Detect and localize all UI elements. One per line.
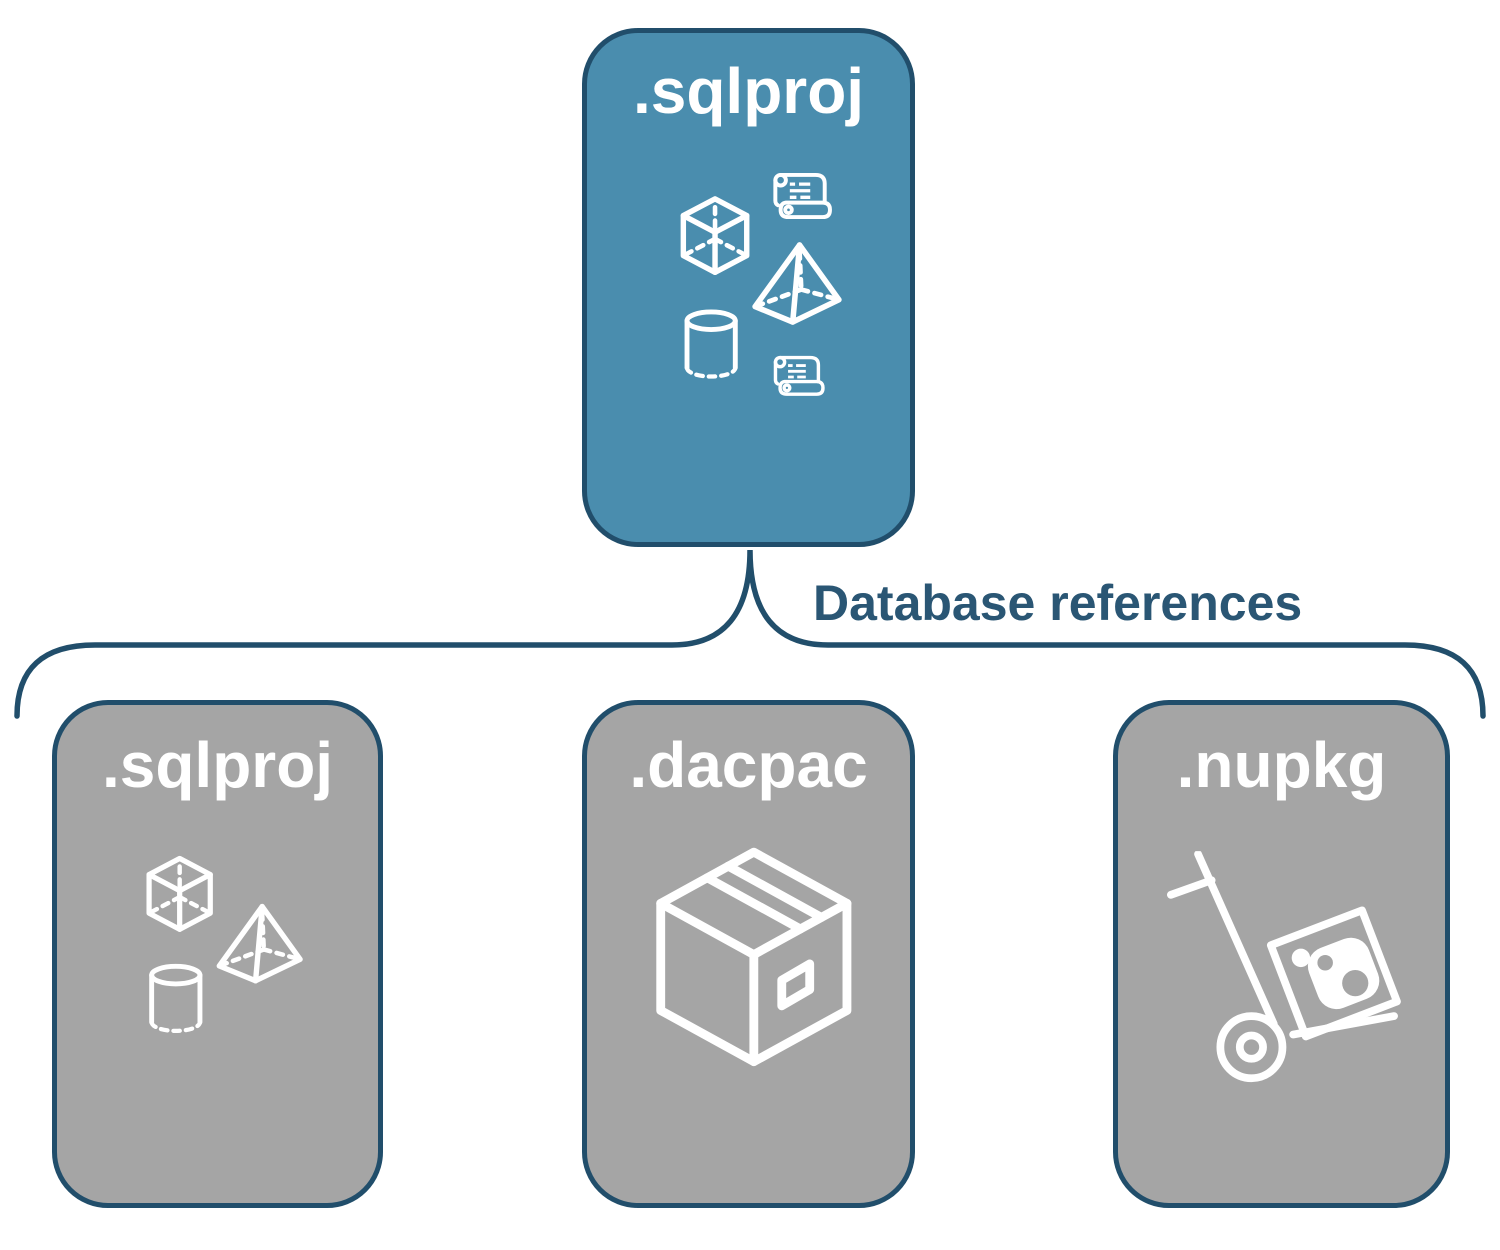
package-box-icon	[661, 852, 847, 1062]
script-scroll-icon	[773, 172, 832, 220]
node-nupkg: .nupkg	[1113, 700, 1450, 1208]
node-dacpac: .dacpac	[582, 700, 915, 1208]
cylinder-icon	[152, 966, 200, 1031]
dacpac-node-icons	[587, 705, 910, 1203]
node-sqlproj-parent: .sqlproj	[582, 28, 915, 547]
cube-icon	[683, 199, 746, 272]
node-title: .sqlproj	[101, 729, 334, 801]
node-title: .nupkg	[1176, 729, 1387, 801]
cylinder-icon	[687, 312, 735, 377]
cube-icon	[149, 858, 210, 929]
top-node-icons	[587, 172, 910, 396]
connector-label: Database references	[813, 575, 1303, 631]
node-sqlproj-reference: .sqlproj	[52, 700, 383, 1208]
script-scroll-icon	[773, 355, 825, 396]
pyramid-icon	[219, 907, 300, 981]
nupkg-node-icons	[1118, 705, 1445, 1203]
sqlproj-node-icons	[57, 705, 378, 1203]
node-title: .sqlproj	[632, 55, 865, 127]
pyramid-icon	[755, 245, 839, 322]
nuget-hand-truck-icon	[1171, 854, 1397, 1078]
node-title: .dacpac	[629, 729, 868, 801]
